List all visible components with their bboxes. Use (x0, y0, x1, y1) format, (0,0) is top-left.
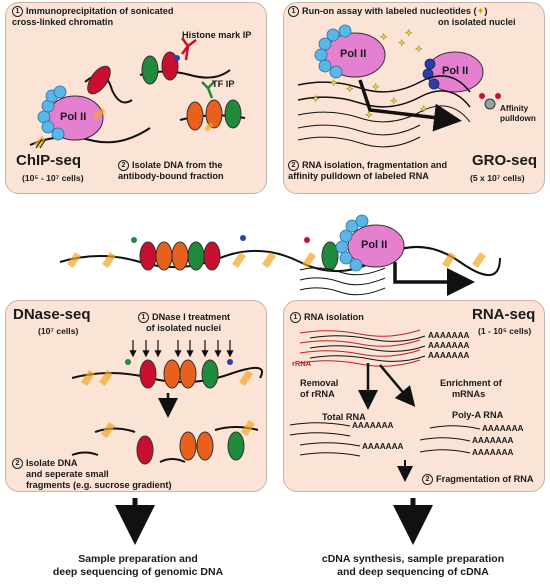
bottom-right-line2: and deep sequencing of cDNA (337, 566, 489, 578)
rnaseq-illustration (289, 329, 481, 482)
enrich-line1: Enrichment of (440, 378, 502, 388)
rrna-label: rRNA (292, 359, 312, 368)
center-polii-label: Pol II (361, 239, 388, 251)
bottom-left-line2: deep sequencing of genomic DNA (52, 566, 224, 578)
dnaseseq-title: DNase-seq (13, 306, 91, 323)
svg-text:✦: ✦ (398, 38, 406, 48)
svg-text:✦: ✦ (365, 110, 373, 120)
groseq-step2-line2: affinity pulldown of labeled RNA (288, 171, 429, 181)
labeled-nucleotide-icon: ✦ (476, 6, 485, 16)
groseq-step1-line1-end: ) (484, 6, 488, 16)
svg-text:✦: ✦ (312, 94, 320, 104)
chipseq-dna-highlight (33, 135, 47, 149)
removal-line2: of rRNA (300, 389, 335, 399)
dnaseseq-step2-line1: Isolate DNA (26, 458, 78, 468)
step1-number-icon: 1 (12, 6, 23, 17)
chipseq-title: ChIP-seq (16, 152, 82, 169)
bottom-left-line1: Sample preparation and (78, 553, 198, 565)
svg-text:✦: ✦ (405, 28, 413, 38)
tf-ip-label: TF IP (212, 79, 235, 89)
svg-text:✦: ✦ (415, 44, 423, 54)
svg-text:✦: ✦ (420, 104, 428, 114)
groseq-panel (283, 2, 545, 194)
svg-text:✦: ✦ (330, 78, 338, 88)
groseq-polii-a-label: Pol II (340, 48, 367, 60)
step2-number-icon: 2 (118, 160, 129, 171)
step2-number-icon: 2 (422, 474, 433, 485)
enrich-line2: mRNAs (452, 389, 486, 399)
svg-text:✦: ✦ (380, 32, 388, 42)
affinity-line1: Affinity (500, 104, 529, 113)
step1-number-icon: 1 (290, 312, 301, 323)
chipseq-step1-line2: cross-linked chromatin (12, 17, 114, 27)
rnaseq-step2-label: Fragmentation of RNA (436, 474, 534, 484)
removal-rrna-label: Removal of rRNA (300, 378, 338, 400)
polya-tag-4: AAAAAAA (352, 421, 394, 430)
bottom-right-caption: cDNA synthesis, sample preparation and d… (308, 553, 518, 579)
polya-tag-7: AAAAAAA (472, 436, 514, 445)
svg-text:✦: ✦ (346, 84, 354, 94)
enrich-mrna-label: Enrichment of mRNAs (440, 378, 502, 400)
dnaseseq-step2-line3: fragments (e.g. sucrose gradient) (26, 480, 172, 490)
dnaseseq-step1-line1: DNase I treatment (152, 312, 231, 322)
rnaseq-cells: (1 - 10⁵ cells) (478, 326, 532, 336)
polya-tag-6: AAAAAAA (482, 424, 524, 433)
histone-mark-label: Histone mark IP (182, 30, 252, 40)
center-illustration (59, 214, 501, 296)
step1-number-icon: 1 (288, 6, 299, 17)
bottom-left-caption: Sample preparation and deep sequencing o… (38, 553, 238, 579)
affinity-pulldown-label: Affinity pulldown (500, 104, 536, 124)
groseq-polii-b-label: Pol II (442, 65, 469, 77)
polya-tag-5: AAAAAAA (362, 442, 404, 451)
chipseq-illustration (29, 37, 246, 149)
groseq-step2-line1: RNA isolation, fragmentation and (302, 160, 448, 170)
polya-tag-1: AAAAAAA (428, 331, 470, 340)
groseq-title: GRO-seq (472, 152, 538, 169)
step1-number-icon: 1 (138, 312, 149, 323)
chipseq-cells: (10⁵ - 10⁷ cells) (22, 173, 84, 183)
total-rna-label: Total RNA (322, 412, 366, 422)
groseq-step1-line1: Run-on assay with labeled nucleotides ( (302, 6, 477, 16)
dnaseseq-step2-line2: and seperate small (26, 469, 109, 479)
dnaseseq-panel (5, 300, 267, 492)
dnaseseq-illustration (71, 340, 263, 465)
affinity-line2: pulldown (500, 114, 536, 123)
polya-rna-label: Poly-A RNA (452, 410, 504, 420)
dnaseseq-step1-line2: of isolated nuclei (146, 323, 222, 333)
svg-text:✦: ✦ (390, 96, 398, 106)
rnaseq-step1-label: RNA isolation (304, 312, 364, 322)
bottom-right-line1: cDNA synthesis, sample preparation (321, 553, 505, 565)
dnaseseq-cells: (10⁷ cells) (38, 326, 79, 336)
polya-tag-8: AAAAAAA (472, 448, 514, 457)
chipseq-step1-line1: Immunoprecipitation of sonicated (26, 6, 174, 16)
chipseq-polii-label: Pol II (60, 111, 87, 123)
chipseq-step2-line1: Isolate DNA from the (132, 160, 223, 170)
step2-number-icon: 2 (12, 458, 23, 469)
removal-line1: Removal (300, 378, 339, 388)
groseq-illustration: ✦✦✦ ✦✦✦ ✦✦✦ ✦✦✦ (297, 24, 501, 148)
polya-tag-3: AAAAAAA (428, 351, 470, 360)
rnaseq-title: RNA-seq (472, 306, 536, 323)
groseq-step1-line2: on isolated nuclei (438, 17, 516, 27)
chipseq-step2-line2: antibody-bound fraction (118, 171, 224, 181)
polya-tag-2: AAAAAAA (428, 341, 470, 350)
groseq-cells: (5 x 10⁷ cells) (470, 173, 525, 183)
svg-text:✦: ✦ (372, 82, 380, 92)
step2-number-icon: 2 (288, 160, 299, 171)
